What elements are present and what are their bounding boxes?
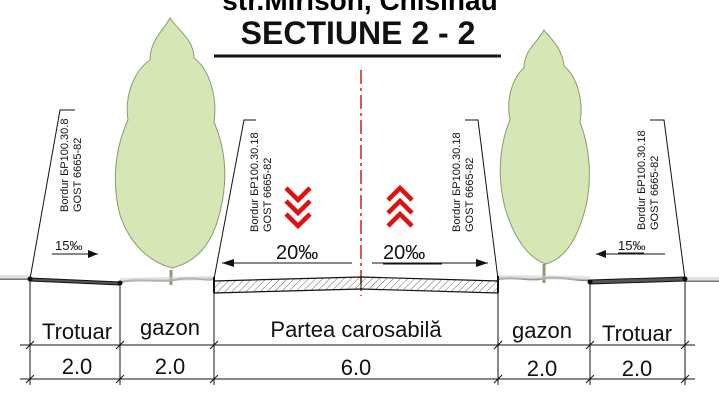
svg-text:Bordur БР100.30.18: Bordur БР100.30.18 (451, 132, 463, 232)
svg-text:GOST 6665-82: GOST 6665-82 (72, 138, 84, 212)
zone-label-trotuar-right: Trotuar (602, 321, 672, 346)
svg-text:20‰: 20‰ (383, 242, 425, 264)
svg-text:15‰: 15‰ (55, 238, 82, 253)
width-trotuar-left: 2.0 (62, 354, 93, 379)
extension-lines (29, 279, 686, 385)
curb-label-inner-right: Bordur БР100.30.18 GOST 6665-82 (451, 132, 476, 232)
direction-chevrons-up (386, 184, 414, 228)
carriageway (213, 276, 499, 294)
width-carriageway: 6.0 (341, 355, 372, 380)
tree-left (114, 17, 226, 285)
svg-text:GOST 6665-82: GOST 6665-82 (464, 158, 476, 232)
street-title: str.Mirison, Chisinau (222, 0, 497, 16)
dimension-lines (20, 340, 695, 384)
svg-text:15‰: 15‰ (618, 238, 645, 253)
zone-label-gazon-right: gazon (512, 318, 572, 343)
ground (0, 275, 719, 283)
svg-text:Bordur БР100.30.18: Bordur БР100.30.18 (636, 130, 648, 230)
zone-label-gazon-left: gazon (140, 315, 200, 340)
zone-label-trotuar-left: Trotuar (42, 319, 112, 344)
width-gazon-right: 2.0 (527, 356, 558, 381)
sidewalk-right (587, 276, 688, 285)
slope-left-carriageway: 20‰ (222, 242, 352, 267)
slope-left-sidewalk: 15‰ (52, 238, 98, 258)
tree-right (499, 29, 590, 283)
svg-text:GOST 6665-82: GOST 6665-82 (262, 158, 274, 232)
curb-leaders (29, 109, 686, 280)
curb-label-inner-left: Bordur БР100.30.18 GOST 6665-82 (249, 132, 274, 232)
svg-text:GOST 6665-82: GOST 6665-82 (649, 156, 661, 230)
curb-label-outer-right: Bordur БР100.30.18 GOST 6665-82 (636, 130, 661, 230)
svg-text:Bordur БР100.30.8: Bordur БР100.30.8 (59, 119, 71, 212)
slope-right-sidewalk: 15‰ (596, 238, 665, 258)
direction-chevrons-down (284, 186, 312, 230)
width-gazon-left: 2.0 (155, 354, 186, 379)
zone-label-carriageway: Partea carosabilă (270, 317, 442, 342)
section-title: SECTIUNE 2 - 2 (241, 15, 476, 51)
width-trotuar-right: 2.0 (622, 356, 653, 381)
svg-text:20‰: 20‰ (276, 242, 318, 264)
slope-right-carriageway: 20‰ (372, 242, 488, 267)
curb-label-outer-left: Bordur БР100.30.8 GOST 6665-82 (59, 119, 84, 212)
svg-text:Bordur БР100.30.18: Bordur БР100.30.18 (249, 132, 261, 232)
sidewalk-left (27, 276, 123, 286)
